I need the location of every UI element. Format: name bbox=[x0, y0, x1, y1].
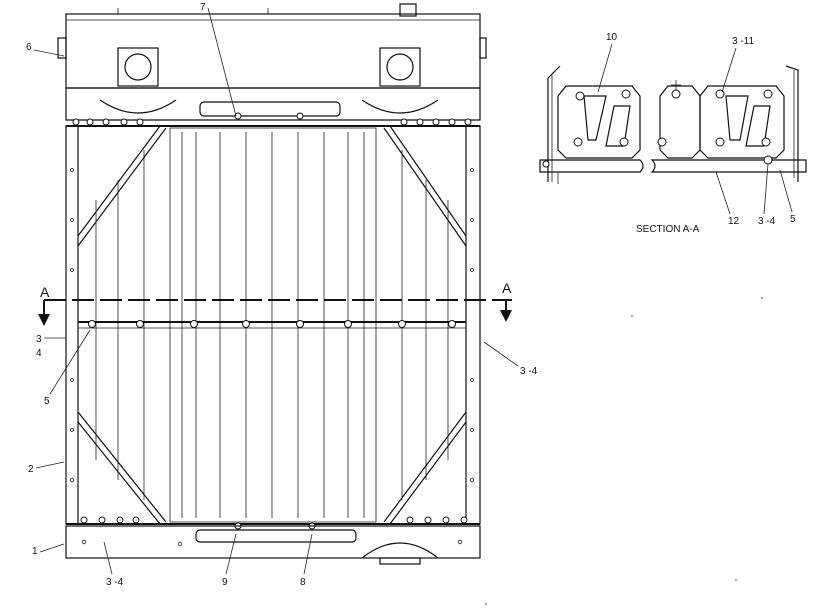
callout-3-4-left-a: 3 bbox=[36, 334, 42, 345]
section-a-a-detail: 10 3 -11 12 3 -4 5 SECTION A-A bbox=[539, 32, 807, 235]
radiator-core bbox=[65, 125, 481, 525]
middle-bar-bolts bbox=[88, 320, 456, 328]
callout-8: 8 bbox=[300, 577, 306, 588]
clamp-block-middle bbox=[657, 80, 701, 159]
callout-2: 2 bbox=[28, 464, 34, 475]
section-line-a-a: A A bbox=[38, 280, 512, 326]
bottom-tank bbox=[65, 516, 481, 565]
callout-3-4-right: 3 -4 bbox=[520, 366, 538, 377]
top-tank bbox=[57, 3, 487, 127]
main-callouts: 6 7 3 4 5 3 -4 2 1 3 -4 9 8 bbox=[26, 2, 538, 588]
callout-9: 9 bbox=[222, 577, 228, 588]
callout-5: 5 bbox=[44, 396, 50, 407]
clamp-block-left bbox=[557, 85, 641, 159]
core-tubes bbox=[95, 132, 449, 518]
detail-callout-3-11: 3 -11 bbox=[732, 36, 754, 47]
detail-callout-10: 10 bbox=[606, 32, 618, 43]
detail-callout-5: 5 bbox=[790, 214, 796, 225]
section-marker-left: A bbox=[40, 284, 50, 300]
callout-1: 1 bbox=[32, 546, 38, 557]
detail-callout-12: 12 bbox=[728, 216, 740, 227]
section-marker-right: A bbox=[502, 280, 512, 296]
callout-3-4-left-b: 4 bbox=[36, 348, 42, 359]
callout-6: 6 bbox=[26, 42, 32, 53]
detail-callout-3-4: 3 -4 bbox=[758, 216, 776, 227]
top-header-bolts bbox=[72, 112, 472, 126]
callout-3-4-bottom: 3 -4 bbox=[106, 577, 124, 588]
clamp-block-right bbox=[699, 85, 785, 159]
callout-7: 7 bbox=[200, 2, 206, 13]
section-title: SECTION A-A bbox=[636, 224, 700, 235]
